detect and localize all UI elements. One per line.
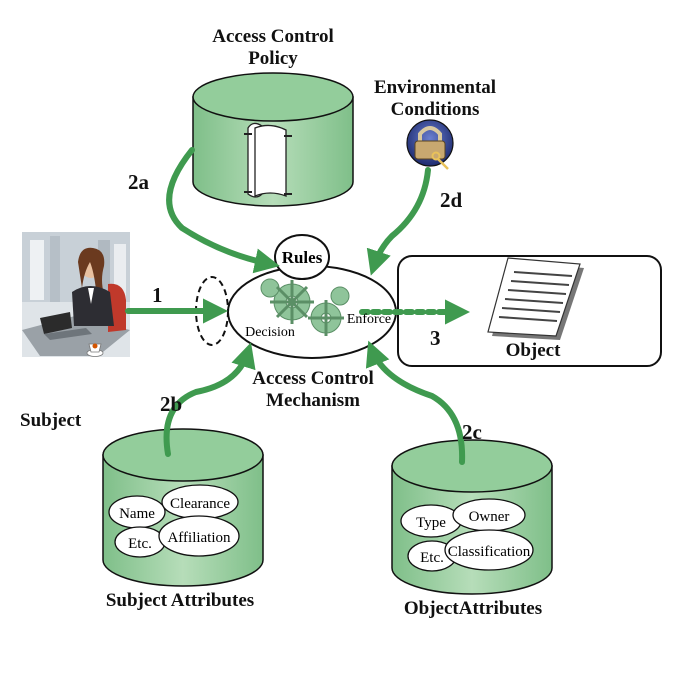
attr-name-text: Name bbox=[119, 506, 155, 522]
attr-clearance-text: Clearance bbox=[170, 496, 230, 512]
enforce-label: Enforce bbox=[347, 312, 391, 327]
subject-attributes-label: Subject Attributes bbox=[105, 590, 255, 611]
step-2d-label: 2d bbox=[440, 188, 463, 212]
arrow-2d bbox=[366, 167, 431, 276]
arrow-2a bbox=[166, 147, 280, 274]
attr-etc-text: Etc. bbox=[420, 550, 444, 566]
attr-type-text: Type bbox=[416, 515, 446, 531]
step-2c-label: 2c bbox=[462, 420, 482, 444]
rules-label: Rules bbox=[282, 248, 323, 267]
mechanism-title-line1: Access Control bbox=[252, 368, 374, 389]
step-3-label: 3 bbox=[430, 326, 441, 350]
policy-title: Access Control Policy bbox=[193, 26, 353, 70]
attr-owner-text: Owner bbox=[469, 509, 510, 525]
policy-cylinder bbox=[192, 72, 354, 207]
policy-title-line2: Policy bbox=[248, 48, 298, 69]
scroll-icon bbox=[244, 122, 292, 198]
step-2b-label: 2b bbox=[160, 392, 183, 416]
step-1-label: 1 bbox=[152, 283, 163, 307]
step-2a-label: 2a bbox=[128, 170, 149, 194]
mechanism-title-line2: Mechanism bbox=[266, 390, 360, 411]
arrow-2b bbox=[163, 342, 256, 457]
subject-attributes-cylinder: Name Clearance Etc. Affiliation bbox=[102, 428, 264, 587]
environment-title-line2: Conditions bbox=[390, 99, 480, 120]
decision-label: Decision bbox=[245, 325, 295, 340]
object-attributes-cylinder: Type Owner Etc. Classification bbox=[391, 439, 553, 595]
object-attributes-label: ObjectAttributes bbox=[403, 598, 543, 619]
object-label: Object bbox=[505, 340, 561, 361]
attr-classification-text: Classification bbox=[448, 544, 531, 560]
document-icon bbox=[487, 257, 584, 340]
mechanism-title: Access Control Mechanism bbox=[238, 368, 388, 412]
subject-label: Subject bbox=[20, 410, 82, 431]
gears-icon bbox=[260, 278, 350, 336]
environment-lock-icon bbox=[406, 119, 454, 170]
environment-title: Environmental Conditions bbox=[365, 77, 505, 121]
attr-etc-text: Etc. bbox=[128, 536, 152, 552]
environment-title-line1: Environmental bbox=[373, 77, 497, 98]
arrow-2c bbox=[365, 340, 466, 465]
attr-affiliation-text: Affiliation bbox=[167, 530, 231, 546]
subject-person-illustration bbox=[22, 232, 130, 357]
policy-title-line1: Access Control bbox=[212, 26, 334, 47]
